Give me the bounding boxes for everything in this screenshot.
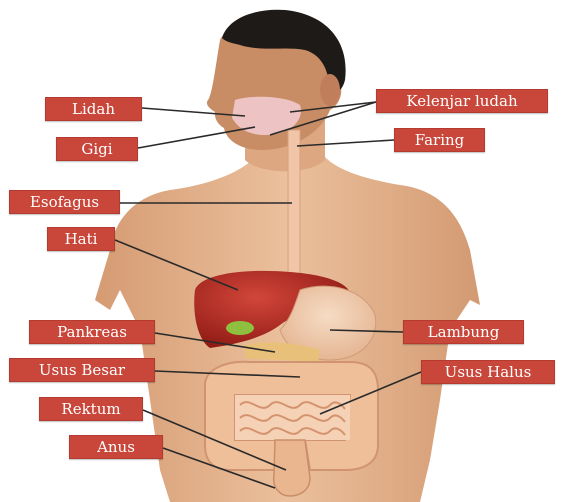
label-rektum: Rektum	[39, 397, 143, 421]
small-intestine	[235, 395, 350, 440]
gallbladder	[226, 321, 254, 335]
label-kelenjar-ludah: Kelenjar ludah	[376, 89, 548, 113]
label-anus: Anus	[69, 435, 163, 459]
ear	[320, 74, 340, 106]
label-lambung: Lambung	[403, 320, 524, 344]
label-pankreas: Pankreas	[29, 320, 155, 344]
label-usus-halus: Usus Halus	[421, 360, 555, 384]
label-hati: Hati	[47, 227, 115, 251]
label-lidah: Lidah	[45, 97, 142, 121]
esophagus	[288, 130, 300, 280]
label-faring: Faring	[394, 128, 485, 152]
label-usus-besar: Usus Besar	[9, 358, 155, 382]
rectum	[274, 440, 310, 496]
label-esofagus: Esofagus	[9, 190, 120, 214]
label-gigi: Gigi	[56, 137, 138, 161]
